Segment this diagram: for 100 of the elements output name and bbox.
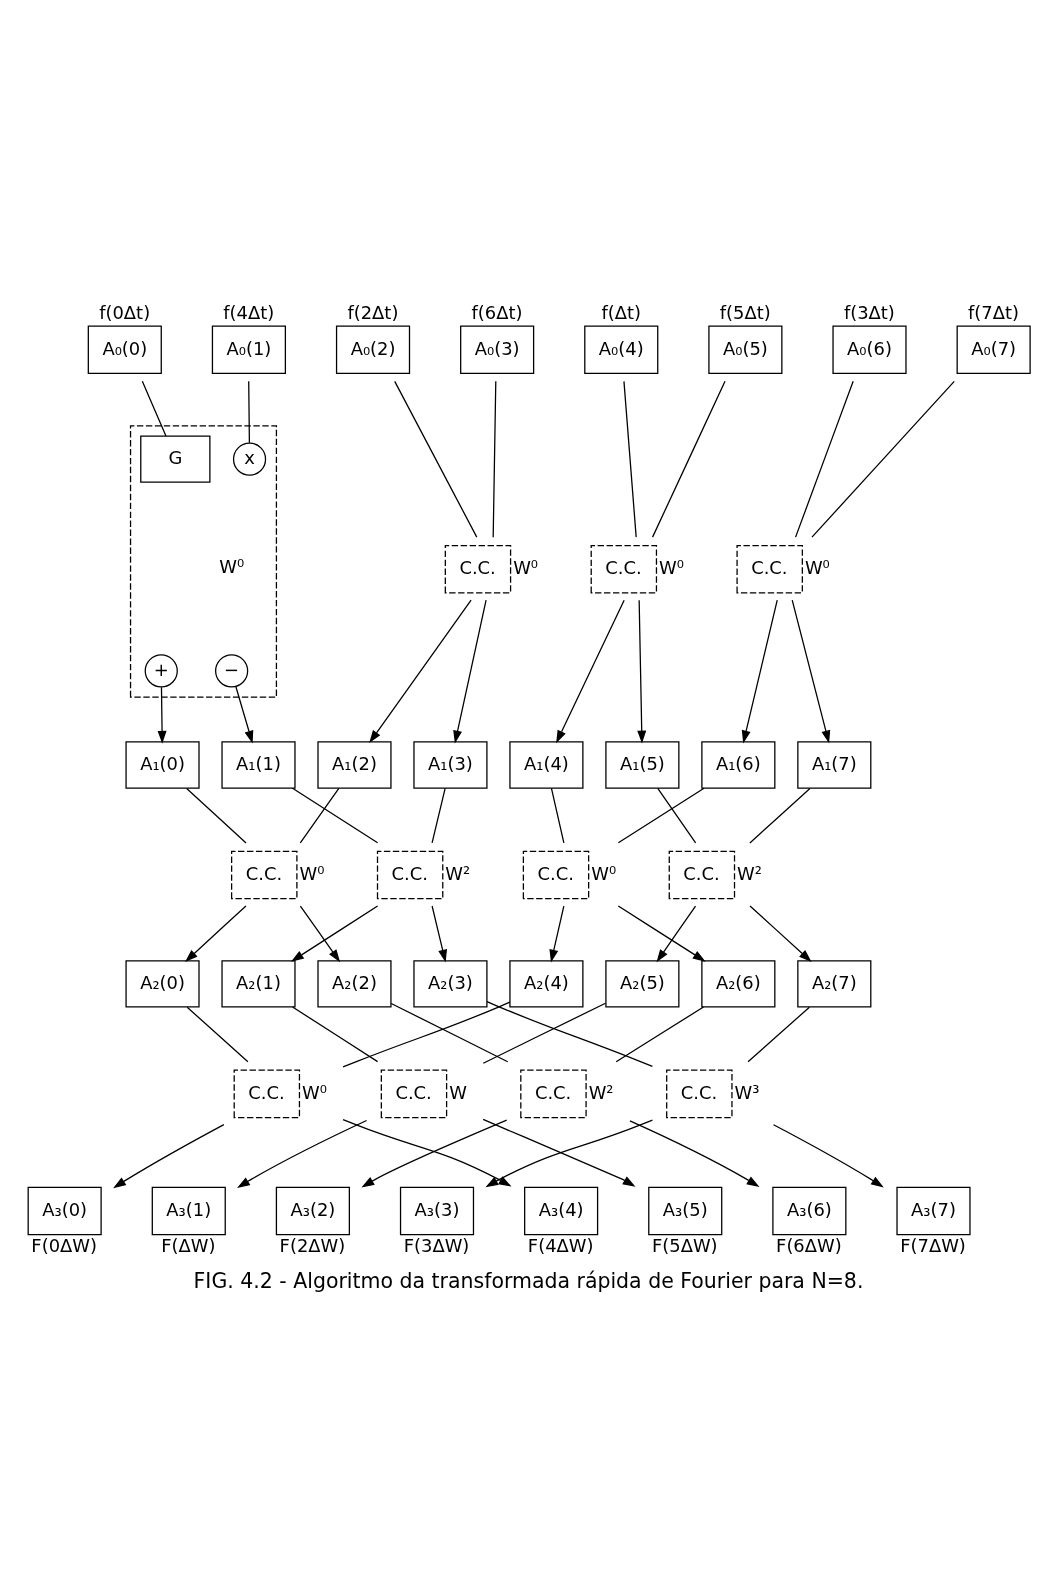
connector [492,380,497,538]
node-box: A₂(3) [413,960,488,1008]
node-label: W⁰ [299,862,325,884]
node-box: A₃(7) [896,1186,971,1236]
node-box: A₃(2) [275,1186,350,1236]
node-label: F(0ΔW) [31,1234,97,1256]
node-box: A₃(0) [27,1186,102,1236]
node-box: A₀(6) [832,325,907,375]
connector [390,1002,509,1063]
node-label: f(6Δt) [471,301,523,323]
node-label: F(3ΔW) [403,1234,470,1256]
node-box: A₁(6) [701,741,776,789]
node-label: f(7Δt) [968,301,1019,323]
node-box: C.C. [231,850,298,900]
connector [482,1002,607,1064]
connector [747,1006,811,1063]
connector [749,787,811,844]
node-box: C.C. [520,1069,587,1119]
node-label: W² [445,862,471,884]
node-box: A₁(7) [797,741,872,789]
node-label: F(4ΔW) [527,1234,594,1256]
arrow [185,905,247,962]
cluster [129,425,278,698]
arrow [431,905,448,963]
node-box: A₃(3) [399,1186,475,1236]
node-label: f(2Δt) [347,301,399,323]
connector [291,787,379,844]
node-box: A₀(0) [87,325,162,375]
node-box: C.C. [380,1069,448,1119]
node-box: A₃(6) [772,1186,847,1236]
node-box: A₂(0) [125,960,200,1008]
connector [291,1006,379,1063]
connector [657,787,697,844]
node-label: F(7ΔW) [900,1234,966,1256]
arrow [749,905,812,962]
connector [186,1006,249,1063]
arrow [656,905,697,963]
node-label: W⁰ [302,1081,327,1103]
node-box: A₁(3) [413,741,488,789]
node-box: A₁(0) [125,741,200,789]
node-label: W⁰ [804,556,830,578]
arrow [113,1123,225,1189]
connector [811,380,955,538]
connector [431,787,446,844]
connector [486,1001,654,1068]
node-circle: x [232,442,267,476]
node-circle: − [215,654,249,688]
arrow [157,686,167,744]
node-label: f(3Δt) [843,301,895,323]
node-box: A₂(6) [701,960,776,1008]
arrow [629,1120,760,1187]
arrow [556,599,625,744]
node-box: A₂(1) [221,960,296,1008]
node-box: A₂(4) [509,960,584,1008]
node-label: f(Δt) [601,301,641,323]
connector [186,787,247,844]
arrow [342,1118,512,1187]
node-box: A₀(5) [708,325,783,375]
node-box: C.C. [668,850,736,900]
node-label: W [449,1081,467,1103]
node-box: A₀(1) [211,325,286,375]
connector [794,380,854,538]
connector [394,380,478,538]
node-label: W⁰ [513,556,539,578]
arrow [361,1119,508,1188]
node-label: W³ [734,1081,760,1103]
node-box: G [140,435,211,483]
connector [299,787,340,844]
node-box: A₂(5) [605,960,680,1008]
arrow [453,599,487,744]
node-box: C.C. [376,850,444,900]
node-box: A₀(3) [460,325,535,375]
node-label: W⁰ [659,556,684,578]
arrow [772,1124,884,1188]
node-label: W² [588,1081,614,1103]
node-box: C.C. [590,544,658,594]
node-box: A₁(4) [509,741,584,789]
arrow [637,599,647,744]
arrow [299,905,341,963]
arrow [235,685,254,744]
node-label: f(4Δt) [223,301,275,323]
arrow [291,905,379,962]
node-label: W⁰ [591,862,617,884]
arrow [741,599,778,744]
node-label: F(2ΔW) [279,1234,346,1256]
connector [248,380,250,444]
connector [651,380,726,538]
connector [342,1001,511,1068]
node-box: C.C. [666,1069,733,1119]
node-label: F(5ΔW) [651,1234,718,1256]
node-box: C.C. [444,544,512,594]
node-box: A₁(1) [221,741,296,789]
node-label: W⁰ [219,556,245,578]
node-box: A₀(2) [335,325,411,375]
node-label: W² [737,862,762,884]
node-box: A₃(1) [151,1186,226,1236]
arrow [791,599,831,744]
connector [550,787,565,844]
node-box: A₃(4) [524,1186,599,1236]
connector [617,787,705,844]
